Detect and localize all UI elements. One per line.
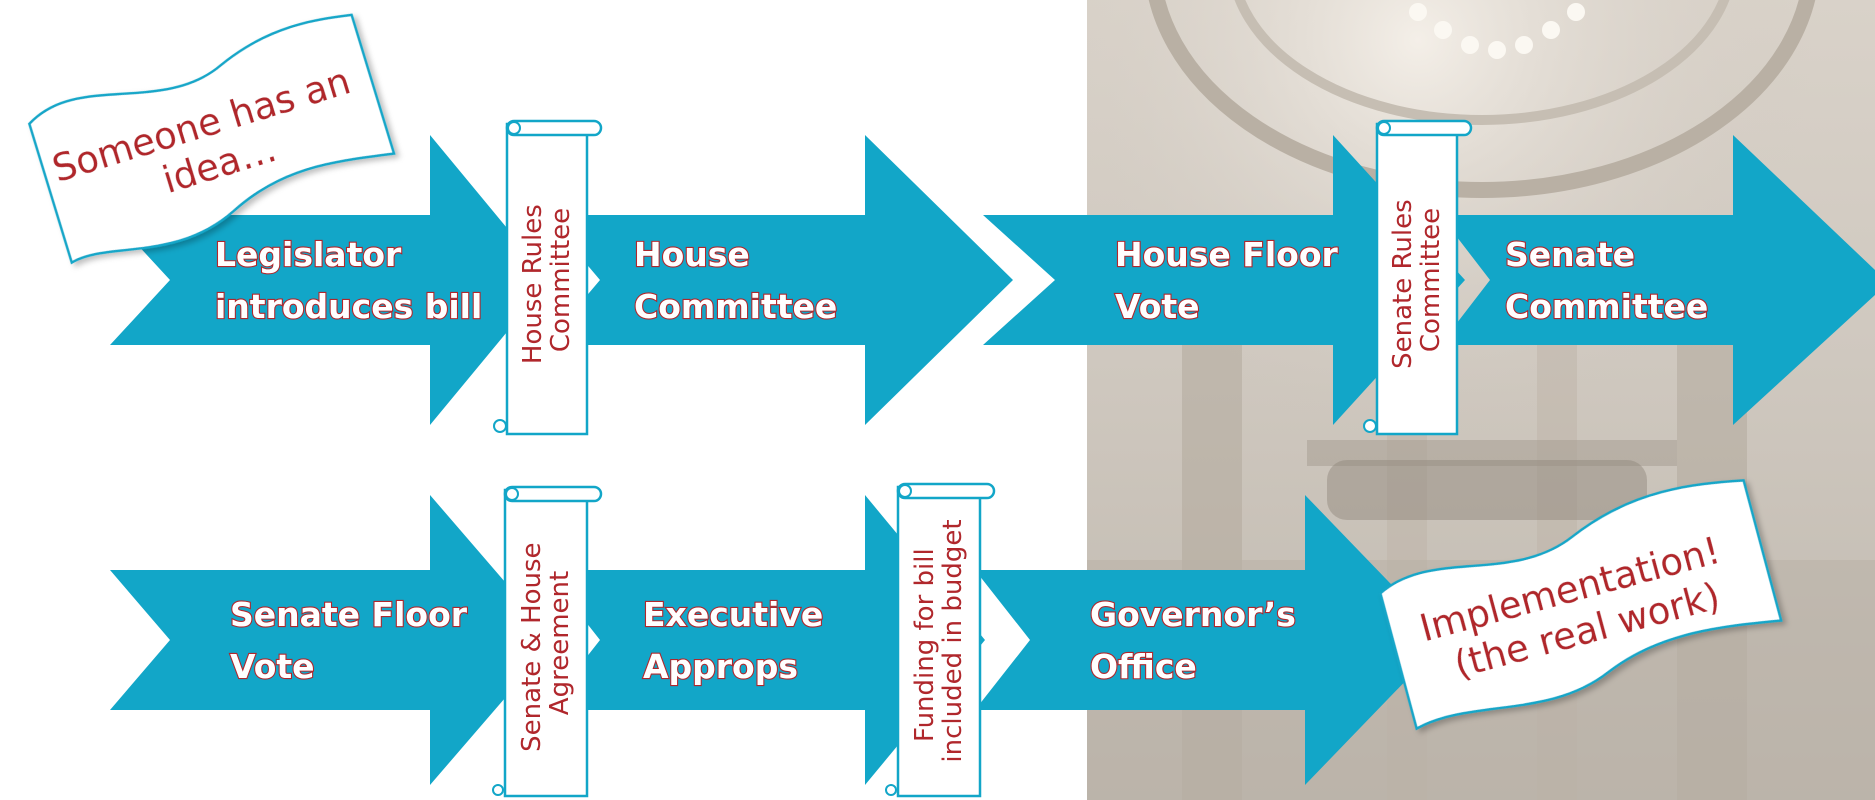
svg-text:House Rules Committee: House Rules Committee bbox=[518, 196, 576, 364]
arrow-house-committee bbox=[545, 135, 1013, 425]
step-executive-approps: Executive Approps bbox=[643, 595, 835, 686]
scroll-label-line: included in budget bbox=[938, 519, 968, 762]
step-legislator-introduces-bill: Legislator introduces bill bbox=[215, 235, 482, 326]
dome-ring bbox=[1148, 0, 1816, 198]
arrow-senate-committee bbox=[1440, 135, 1875, 425]
step-senate-floor-vote: Senate Floor Vote bbox=[230, 595, 479, 686]
arrow-governors-office bbox=[975, 495, 1445, 785]
svg-text:Funding for bill include: Funding for bill included in budget bbox=[910, 519, 968, 762]
scroll-funding-for-bill: Funding for bill included in budget bbox=[885, 482, 996, 798]
scroll-label-line: Senate & House bbox=[517, 542, 547, 751]
flag-implementation: Implementation! (the real work) bbox=[1379, 479, 1783, 731]
svg-text:Senate Rules Committee: Senate Rules Committee bbox=[1388, 191, 1446, 369]
crowd bbox=[1327, 460, 1647, 520]
scroll-label-line: Committee bbox=[546, 208, 576, 352]
arrow-executive-approps bbox=[545, 495, 985, 785]
arrow-house-floor-vote bbox=[983, 135, 1465, 425]
dome-ring bbox=[1234, 0, 1730, 125]
scroll-label-line: Agreement bbox=[545, 571, 575, 715]
step-house-committee: House Committee bbox=[634, 235, 837, 326]
svg-text:Senate & House Agreement: Senate & House Agreement bbox=[517, 534, 575, 752]
balcony bbox=[1307, 440, 1677, 466]
dome-lights bbox=[1409, 3, 1585, 59]
scroll-senate-house-agreement: Senate & House Agreement bbox=[492, 485, 603, 798]
step-senate-committee: Senate Committee bbox=[1505, 235, 1708, 326]
arrow-legislator bbox=[110, 135, 550, 425]
scroll-label-line: Senate Rules bbox=[1388, 199, 1418, 369]
scroll-label-line: Committee bbox=[1416, 208, 1446, 352]
step-governors-office: Governor’s Office bbox=[1090, 595, 1307, 686]
arrow-senate-floor-vote bbox=[110, 495, 555, 785]
scroll-house-rules-committee: House Rules Committee bbox=[493, 119, 603, 436]
step-house-floor-vote: House Floor Vote bbox=[1115, 235, 1349, 326]
scroll-label-line: Funding for bill bbox=[910, 548, 940, 742]
scroll-senate-rules-committee: Senate Rules Committee bbox=[1363, 119, 1473, 436]
scroll-label-line: House Rules bbox=[518, 204, 548, 364]
